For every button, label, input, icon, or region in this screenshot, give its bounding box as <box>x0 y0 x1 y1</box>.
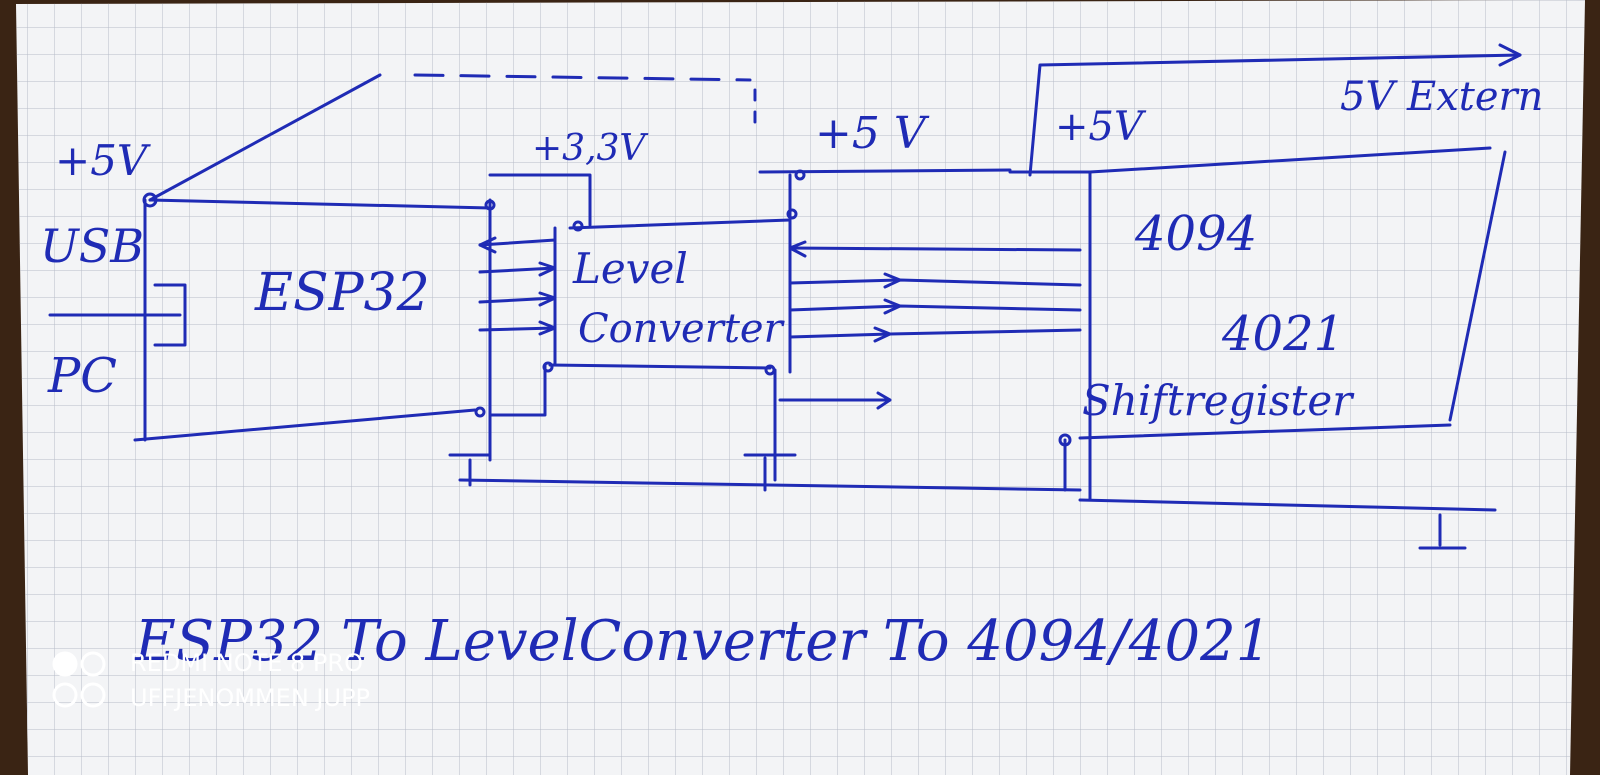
camera-logo-icon <box>52 651 106 708</box>
label-plus3v3: +3,3V <box>532 128 649 169</box>
label-esp32: ESP32 <box>254 263 430 323</box>
label-5v-extern: 5V Extern <box>1340 74 1543 120</box>
label-plus5v-middle: +5 V <box>815 108 930 159</box>
label-pc: PC <box>47 348 117 404</box>
label-plus5v-right: +5V <box>1055 104 1147 150</box>
label-level: Level <box>572 244 688 293</box>
label-4094: 4094 <box>1134 206 1257 262</box>
label-converter: Converter <box>578 306 786 352</box>
label-usb: USB <box>40 219 144 273</box>
paper-sheet <box>16 0 1585 775</box>
wires <box>48 43 1522 550</box>
label-shiftregister: Shiftregister <box>1082 376 1355 425</box>
labels: +5V USB PC ESP32 +3,3V Level Converter +… <box>40 74 1543 674</box>
watermark-author: UFFJENOMMEN JUPP <box>130 684 370 712</box>
label-4021: 4021 <box>1221 306 1344 362</box>
camera-watermark: REDMI NOTE 8 PRO UFFJENOMMEN JUPP <box>52 649 370 712</box>
label-plus5v-usb: +5V <box>55 136 151 185</box>
caption: ESP32 To LevelConverter To 4094/4021 <box>134 609 1271 674</box>
watermark-device: REDMI NOTE 8 PRO <box>130 649 363 677</box>
